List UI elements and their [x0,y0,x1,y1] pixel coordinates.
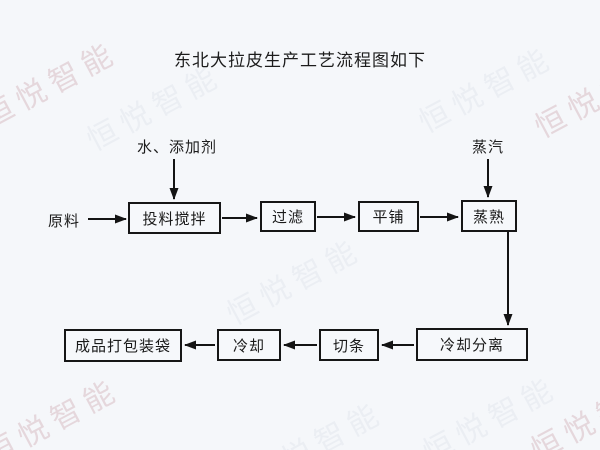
node-filter: 过滤 [260,201,316,232]
label-water-additives: 水、添加剂 [137,140,218,156]
node-steam-cook: 蒸熟 [461,200,517,232]
node-mix: 投料搅拌 [128,202,221,234]
label-raw-material: 原料 [48,214,81,230]
label-steam: 蒸汽 [472,140,505,156]
node-spread: 平铺 [358,201,419,232]
node-pack: 成品打包装袋 [64,329,182,362]
diagram-title: 东北大拉皮生产工艺流程图如下 [174,51,426,70]
node-cut-strips: 切条 [319,329,379,361]
node-cool: 冷却 [217,329,281,361]
node-cool-separate: 冷却分离 [416,328,528,361]
